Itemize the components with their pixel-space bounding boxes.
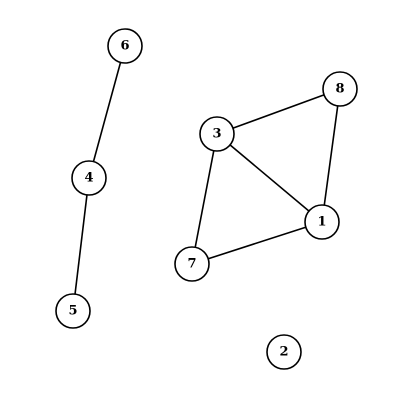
node-circle-5 bbox=[55, 293, 91, 329]
node-label-7: 7 bbox=[187, 257, 196, 272]
node-circle-7 bbox=[174, 246, 210, 282]
node-label-3: 3 bbox=[212, 127, 221, 142]
node-4: 4 bbox=[71, 160, 107, 196]
node-circle-6 bbox=[107, 28, 143, 64]
edge-3-7 bbox=[191, 133, 218, 265]
edge-6-4 bbox=[88, 45, 126, 179]
node-5: 5 bbox=[55, 293, 91, 329]
node-circle-1 bbox=[304, 204, 340, 240]
node-7: 7 bbox=[174, 246, 210, 282]
node-circle-3 bbox=[199, 116, 235, 152]
node-2: 2 bbox=[266, 334, 302, 370]
node-label-8: 8 bbox=[335, 82, 344, 97]
node-3: 3 bbox=[199, 116, 235, 152]
node-circle-8 bbox=[322, 71, 358, 107]
node-circle-2 bbox=[266, 334, 302, 370]
edge-4-5 bbox=[72, 177, 90, 312]
node-label-6: 6 bbox=[120, 39, 129, 54]
node-label-4: 4 bbox=[84, 171, 93, 186]
node-1: 1 bbox=[304, 204, 340, 240]
node-label-2: 2 bbox=[279, 345, 288, 360]
edges-layer bbox=[72, 45, 341, 312]
node-circle-4 bbox=[71, 160, 107, 196]
edge-8-1 bbox=[321, 88, 341, 223]
nodes-layer: 1 2 3 4 5 6 7 8 bbox=[55, 28, 358, 370]
edge-3-8 bbox=[216, 88, 341, 135]
node-6: 6 bbox=[107, 28, 143, 64]
edge-3-1 bbox=[216, 133, 323, 223]
node-label-1: 1 bbox=[317, 215, 326, 230]
edge-7-1 bbox=[191, 221, 323, 265]
node-label-5: 5 bbox=[68, 304, 77, 319]
node-8: 8 bbox=[322, 71, 358, 107]
